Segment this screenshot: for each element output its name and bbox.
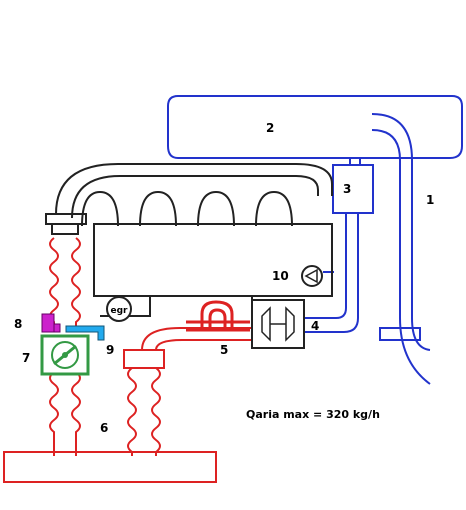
component-5-cooler [186,300,250,332]
intake-pipe-outer [371,113,431,351]
label-3: 3 [343,182,351,196]
engine-block [93,223,333,297]
label-5: 5 [220,343,228,357]
exhaust-box [3,451,217,483]
throttle-body [40,334,90,376]
max-air-flow-note: Qaria max = 320 kg/h [246,408,380,421]
turbocharger [251,299,305,349]
runner-1 [81,190,119,227]
egr-valve: egr [106,296,132,322]
egr-label: egr [111,306,129,316]
flowmeter-to-turbo-outer [304,213,359,333]
turbo-exhaust-pipe-outer [141,327,252,351]
component-10-pump [301,265,323,287]
left-bellows-upper [49,237,59,330]
runner-2 [139,190,177,227]
right-bellows [127,367,137,456]
label-2: 2 [266,121,274,135]
label-10: 10 [272,269,289,283]
label-9: 9 [106,343,114,357]
flowmeter-to-turbo-inner [304,213,347,319]
runner-4 [255,190,293,227]
intake-air-lines [167,95,463,385]
label-1: 1 [426,193,434,207]
actuator-9 [65,325,105,341]
manifold-flange [45,213,87,225]
label-8: 8 [14,317,22,331]
air-flow-meter [332,164,374,214]
runner-3 [197,190,235,227]
left-bellows-lower [49,371,59,456]
label-4: 4 [311,319,319,333]
right-bellows-flange [123,349,165,369]
exhaust-lines [3,237,252,483]
engine-intake-manifold [45,163,333,317]
air-box [167,95,463,159]
label-6: 6 [100,421,108,435]
intake-flange [379,327,421,341]
intake-pipe-inner [371,129,431,385]
actuator-8 [41,313,55,333]
label-7: 7 [22,351,30,365]
turbo-exhaust-pipe-inner [155,339,252,351]
